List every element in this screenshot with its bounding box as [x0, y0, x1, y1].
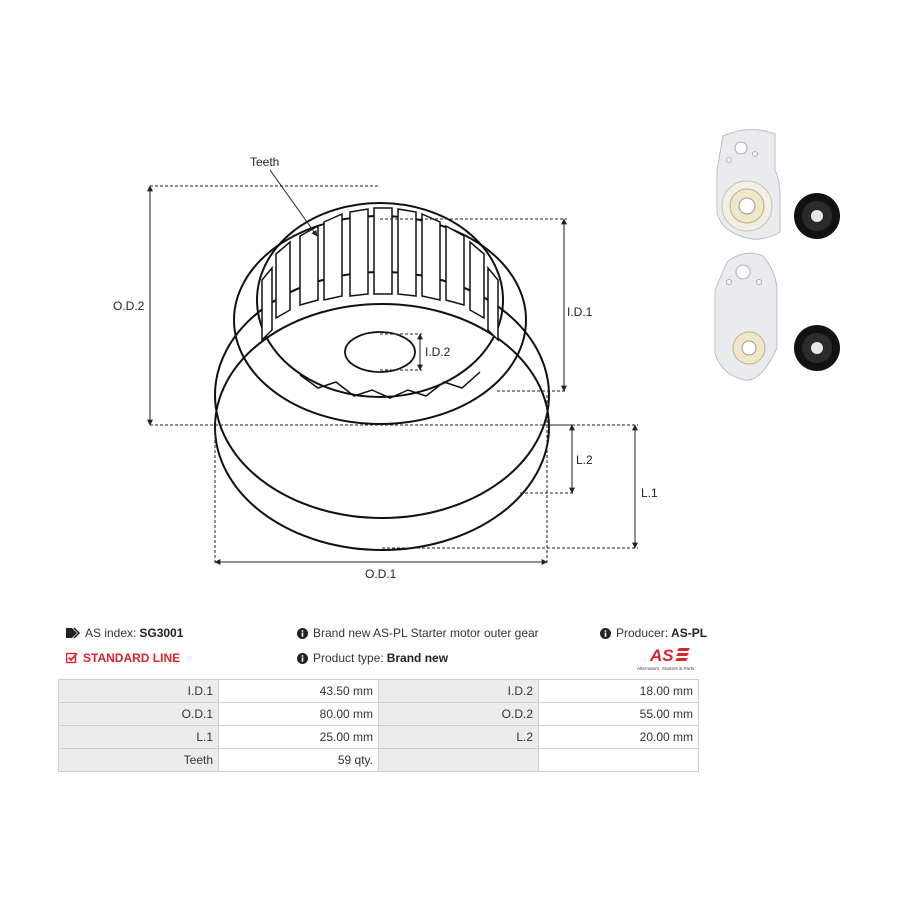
spec-label: L.1: [58, 725, 219, 749]
logo-brand: AS: [649, 646, 674, 665]
spec-label: Teeth: [58, 748, 219, 772]
od1-label: O.D.1: [365, 567, 397, 581]
od2-label: O.D.2: [113, 299, 145, 313]
spec-label: L.2: [378, 725, 539, 749]
table-row: O.D.1 80.00 mm O.D.2 55.00 mm: [58, 702, 699, 726]
as-index-value: SG3001: [139, 626, 184, 640]
spec-label: I.D.2: [378, 679, 539, 703]
as-index: AS index: SG3001: [66, 626, 183, 640]
description-text: Brand new AS-PL Starter motor outer gear: [313, 626, 539, 640]
product-type-value: Brand new: [386, 651, 449, 665]
spec-label: O.D.2: [378, 702, 539, 726]
spec-value: [538, 748, 699, 772]
teeth-label: Teeth: [250, 155, 279, 169]
gear-teeth: [261, 207, 499, 342]
specs-table: I.D.1 43.50 mm I.D.2 18.00 mm O.D.1 80.0…: [58, 679, 699, 772]
table-row: L.1 25.00 mm L.2 20.00 mm: [58, 725, 699, 749]
id1-label: I.D.1: [567, 305, 593, 319]
photo-part-top: [716, 129, 840, 240]
logo-tagline: Alternators, Starters & Parts: [637, 666, 695, 671]
table-row: Teeth 59 qty.: [58, 748, 699, 772]
product-photo: [714, 129, 840, 381]
producer-label: Producer:: [616, 626, 669, 640]
tag-icon: [66, 627, 80, 639]
spec-value: 25.00 mm: [218, 725, 379, 749]
spec-value: 59 qty.: [218, 748, 379, 772]
center-hole: [344, 331, 416, 373]
spec-value: 20.00 mm: [538, 725, 699, 749]
spec-value: 80.00 mm: [218, 702, 379, 726]
spec-value: 55.00 mm: [538, 702, 699, 726]
as-index-label: AS index:: [85, 626, 137, 640]
technical-drawing: Teeth O.D.2 I.D.1 I.D.2 L.2 L.1 O.D.1: [113, 155, 658, 581]
spec-label: I.D.1: [58, 679, 219, 703]
spec-label: O.D.1: [58, 702, 219, 726]
l2-label: L.2: [576, 453, 593, 467]
producer-value: AS-PL: [671, 626, 708, 640]
product-type-label: Product type:: [313, 651, 384, 665]
photo-part-bottom: [714, 252, 840, 381]
standard-line: STANDARD LINE: [66, 651, 180, 665]
l1-label: L.1: [641, 486, 658, 500]
dimension-lines: [147, 169, 638, 565]
standard-line-text: STANDARD LINE: [83, 651, 181, 665]
spec-label: [378, 748, 539, 772]
producer: Producer: AS-PL: [600, 626, 707, 640]
as-pl-logo: AS Alternators, Starters & Parts: [637, 646, 695, 671]
spec-value: 43.50 mm: [218, 679, 379, 703]
id2-label: I.D.2: [425, 345, 451, 359]
gear-bottom-teeth: [299, 371, 481, 399]
product-info: AS index: SG3001 STANDARD LINE Brand new…: [62, 622, 707, 672]
table-row: I.D.1 43.50 mm I.D.2 18.00 mm: [58, 679, 699, 703]
info-icon: [297, 627, 308, 639]
product-type: Product type: Brand new: [297, 651, 448, 665]
checkbox-icon: [66, 652, 78, 664]
logo-stripes: [675, 648, 690, 661]
info-icon: [600, 627, 611, 639]
spec-value: 18.00 mm: [538, 679, 699, 703]
info-icon: [297, 652, 308, 664]
description: Brand new AS-PL Starter motor outer gear: [297, 626, 539, 640]
